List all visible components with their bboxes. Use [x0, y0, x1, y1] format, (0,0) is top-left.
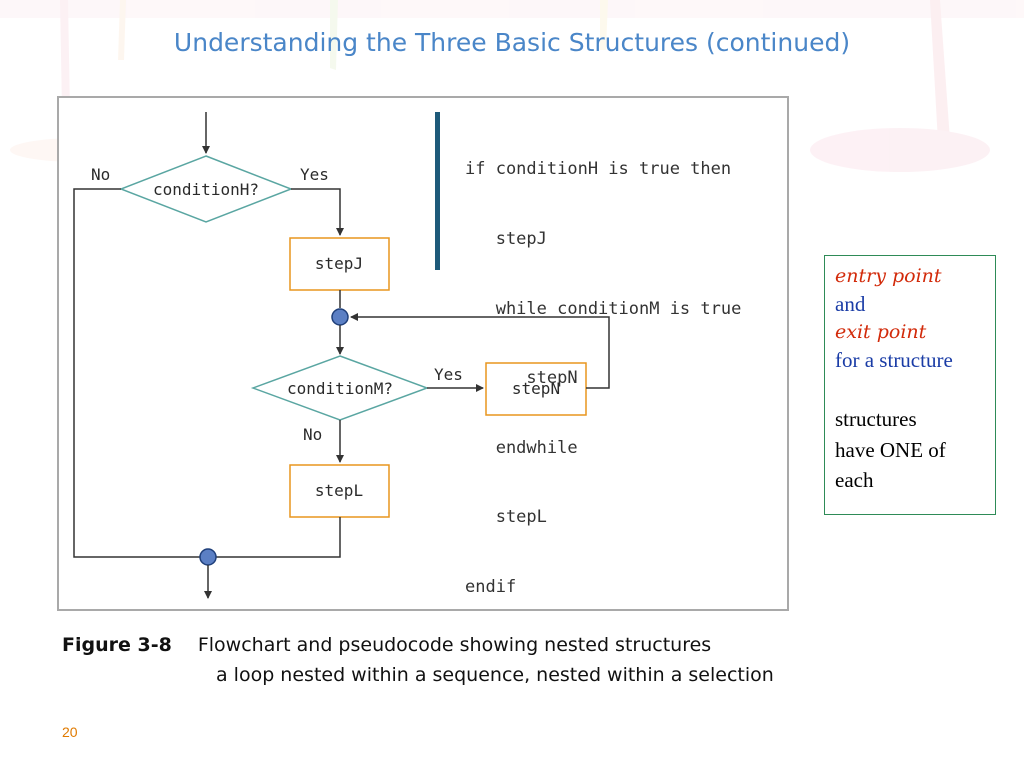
figure-caption: Figure 3-8 Flowchart and pseudocode showi… [62, 634, 711, 656]
figure-frame: conditionH? No Yes stepJ conditionM? Yes… [57, 96, 789, 611]
process-stepn-label: stepN [512, 379, 560, 398]
callout-for-structure: for a structure [835, 348, 953, 372]
loop-back-path [350, 313, 610, 389]
decision-conditionh-shape [118, 155, 294, 223]
figure-caption-text: Flowchart and pseudocode showing nested … [197, 634, 712, 656]
process-stepl-label: stepL [315, 481, 363, 500]
process-stepn-box [485, 362, 587, 416]
no-branch-path-h [73, 188, 208, 558]
callout-have-one-of: have ONE of [835, 437, 946, 462]
callout-exit-point: exit point [835, 321, 927, 343]
process-stepj-box [289, 237, 390, 291]
figure-label: Figure 3-8 [62, 634, 172, 656]
callout-structures: structures [835, 407, 917, 431]
process-stepl-box [289, 464, 390, 518]
process-stepj-label: stepJ [315, 254, 363, 273]
pseudocode-bar [435, 112, 440, 270]
pseudocode-line: if conditionH is true then [465, 159, 732, 180]
pseudocode-line: while conditionM is true [465, 298, 742, 319]
label-yes-m: Yes [434, 365, 463, 384]
pseudocode-line: endif [465, 576, 517, 597]
pseudocode-line: stepJ [465, 229, 547, 249]
decision-conditionm-label: conditionM? [287, 379, 393, 398]
callout-and: and [835, 292, 866, 316]
pseudocode-line: stepL [465, 507, 547, 528]
pseudocode-line: endwhile [465, 437, 578, 458]
loop-entry-connector [331, 308, 349, 326]
slide-number: 20 [62, 724, 78, 740]
flowchart: conditionH? No Yes stepJ conditionM? Yes… [73, 112, 610, 599]
label-yes-h: Yes [300, 165, 329, 184]
pseudocode-block: if conditionH is true then stepJ while c… [465, 112, 741, 646]
callout-box: entry point and exit point for a structu… [824, 255, 996, 515]
callout-each: each [835, 468, 874, 492]
label-no-h: No [91, 165, 110, 184]
pseudocode-line: stepN [465, 368, 578, 389]
callout-spacer [835, 374, 985, 404]
callout-entry-point: entry point [835, 265, 942, 287]
label-no-m: No [303, 425, 322, 444]
exit-connector [199, 548, 217, 566]
stepl-to-exit [208, 517, 341, 558]
slide-title: Understanding the Three Basic Structures… [173, 28, 851, 57]
decision-conditionh-label: conditionH? [153, 180, 259, 199]
yes-branch-path-h [291, 188, 344, 236]
figure-caption-subtext: a loop nested within a sequence, nested … [216, 664, 774, 686]
